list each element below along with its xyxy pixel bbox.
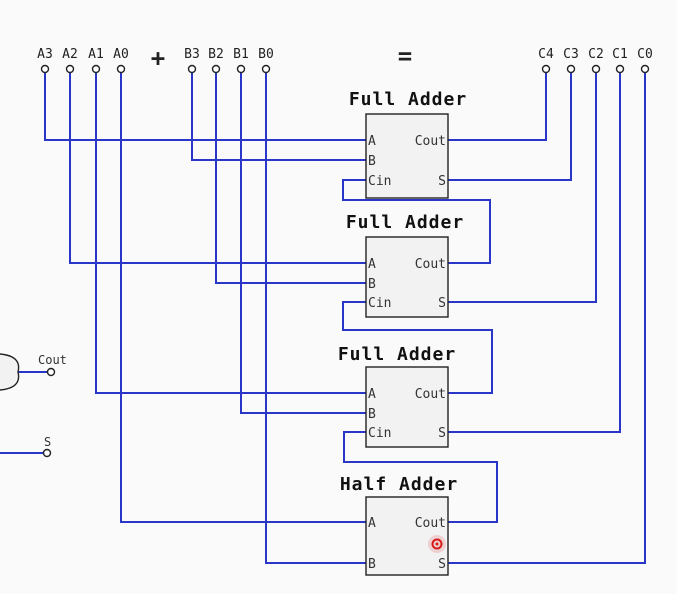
pin-b2[interactable] [211, 64, 221, 74]
pin-c1[interactable] [615, 64, 625, 74]
partial-gate: Cout S [0, 353, 67, 458]
input-b-pins: B3 B2 B1 B0 [184, 47, 274, 74]
wire-c4 [448, 70, 547, 141]
pin-b-label: B [368, 154, 376, 169]
pin-s-label: S [438, 296, 446, 311]
half-adder[interactable]: Half Adder A B Cout S [340, 474, 458, 576]
input-a-pins: A3 A2 A1 A0 [37, 47, 129, 74]
full-adder-2[interactable]: Full Adder A B Cin Cout S [346, 212, 464, 318]
wire-c3 [448, 70, 572, 181]
pin-b-label: B [368, 277, 376, 292]
pin-a0[interactable] [116, 64, 126, 74]
pin-s-label: S [438, 174, 446, 189]
cursor-highlight [428, 535, 446, 553]
wire-b0 [265, 70, 366, 564]
pin-label-c3: C3 [563, 47, 579, 62]
pin-label-c2: C2 [588, 47, 604, 62]
plus-symbol: + [151, 44, 165, 72]
pin-a3[interactable] [40, 64, 50, 74]
pin-cout-label: Cout [415, 516, 446, 531]
pin-label-b1: B1 [233, 47, 249, 62]
pin-cin-label: Cin [368, 296, 391, 311]
pin-b-label: B [368, 407, 376, 422]
wire-b2 [215, 70, 366, 284]
adder-body[interactable] [365, 113, 449, 199]
wire-c2 [448, 70, 597, 303]
pin-s-label: S [438, 557, 446, 572]
wire-b3 [191, 70, 366, 161]
pin-label-a1: A1 [88, 47, 104, 62]
pin-label-b0: B0 [258, 47, 274, 62]
pin-cout-label: Cout [415, 387, 446, 402]
pin-c0[interactable] [640, 64, 650, 74]
pin-c4[interactable] [541, 64, 551, 74]
pin-b0[interactable] [261, 64, 271, 74]
adder-body[interactable] [365, 496, 449, 576]
pin-s-label: S [438, 426, 446, 441]
full-adder-3[interactable]: Full Adder A B Cin Cout S [338, 344, 456, 448]
pin-a-label: A [368, 134, 376, 149]
pin-label-a0: A0 [113, 47, 129, 62]
wire-a1 [95, 70, 366, 394]
side-cout-label: Cout [38, 353, 67, 367]
adder-body[interactable] [365, 236, 449, 318]
side-cout-pin[interactable] [46, 367, 56, 377]
wire-a3 [44, 70, 366, 141]
pin-c2[interactable] [591, 64, 601, 74]
pin-cout-label: Cout [415, 257, 446, 272]
pin-b1[interactable] [236, 64, 246, 74]
wire-b1 [240, 70, 366, 414]
adder-title: Full Adder [349, 89, 467, 110]
gate-shape [0, 353, 20, 391]
equals-symbol: = [398, 42, 412, 70]
pin-cout-label: Cout [415, 134, 446, 149]
pin-label-b3: B3 [184, 47, 200, 62]
pin-a-label: A [368, 516, 376, 531]
pin-a-label: A [368, 257, 376, 272]
pin-label-a2: A2 [62, 47, 78, 62]
cursor-ring [431, 538, 443, 550]
pin-c3[interactable] [566, 64, 576, 74]
pin-label-c0: C0 [637, 47, 653, 62]
adder-title: Half Adder [340, 474, 458, 495]
pin-label-a3: A3 [37, 47, 53, 62]
adder-title: Full Adder [346, 212, 464, 233]
output-c-pins: C4 C3 C2 C1 C0 [538, 47, 653, 74]
full-adder-1[interactable]: Full Adder A B Cin Cout S [349, 89, 467, 199]
side-s-pin[interactable] [42, 448, 52, 458]
wire-c1 [448, 70, 621, 433]
pin-cin-label: Cin [368, 174, 391, 189]
wire-carry-h-3 [343, 431, 498, 523]
pin-label-c4: C4 [538, 47, 554, 62]
wires [0, 70, 646, 564]
pin-a2[interactable] [65, 64, 75, 74]
pin-a-label: A [368, 387, 376, 402]
pin-b3[interactable] [187, 64, 197, 74]
pin-label-b2: B2 [208, 47, 224, 62]
pin-cin-label: Cin [368, 426, 391, 441]
pin-label-c1: C1 [612, 47, 628, 62]
adder-title: Full Adder [338, 344, 456, 365]
wire-carry-3-2 [342, 301, 493, 394]
wire-a2 [69, 70, 366, 264]
pin-a1[interactable] [91, 64, 101, 74]
wire-a0 [120, 70, 366, 523]
adder-body[interactable] [365, 366, 449, 448]
wire-c0 [448, 70, 646, 564]
pin-b-label: B [368, 557, 376, 572]
cursor-dot [435, 542, 439, 546]
wire-carry-2-1 [342, 179, 491, 264]
side-s-label: S [44, 435, 51, 449]
